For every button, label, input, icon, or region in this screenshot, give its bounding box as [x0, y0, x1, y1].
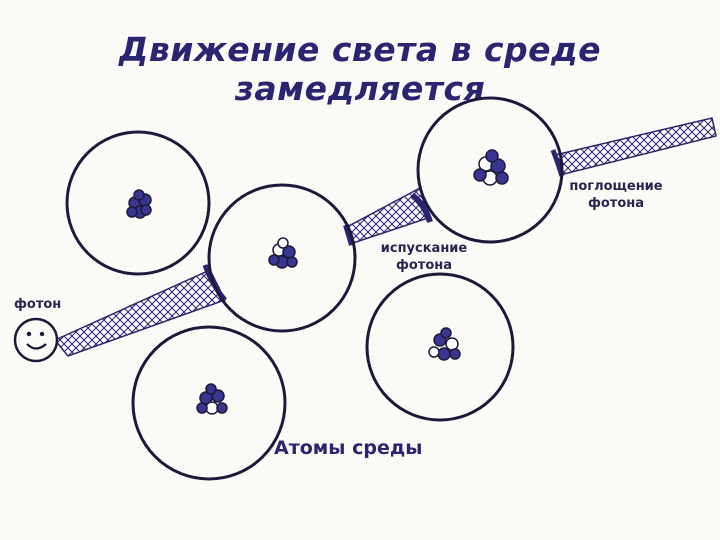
atoms [65, 96, 564, 481]
nuclei [126, 149, 509, 415]
beam-segment-3 [554, 117, 717, 176]
atom-5 [131, 325, 287, 481]
nucleus-1 [126, 189, 152, 219]
atom-3 [416, 96, 564, 244]
emission-label-line2: фотона [395, 258, 453, 273]
atoms-label: Атомы среды [274, 437, 423, 459]
absorption-label-line1: поглощение [569, 179, 663, 194]
absorption-label-line2: фотона [587, 196, 645, 211]
emission-label-line1: испускание [380, 241, 468, 256]
nucleus-3 [473, 149, 509, 186]
photon-beam [53, 117, 717, 357]
atom-4 [365, 272, 515, 422]
nucleus-2 [268, 237, 298, 269]
nucleus-5 [196, 383, 228, 415]
nucleus-4 [428, 327, 461, 361]
diagram-title: Движение света в среде замедляется [118, 30, 602, 108]
atom-1 [65, 130, 211, 276]
smiley-face-icon [13, 317, 59, 363]
emission-label: испускание фотона [368, 240, 480, 274]
atom-2 [207, 183, 357, 333]
absorption-label: поглощение фотона [560, 178, 672, 212]
photon-label: фотон [14, 297, 62, 312]
beam-segment-1 [53, 269, 227, 357]
